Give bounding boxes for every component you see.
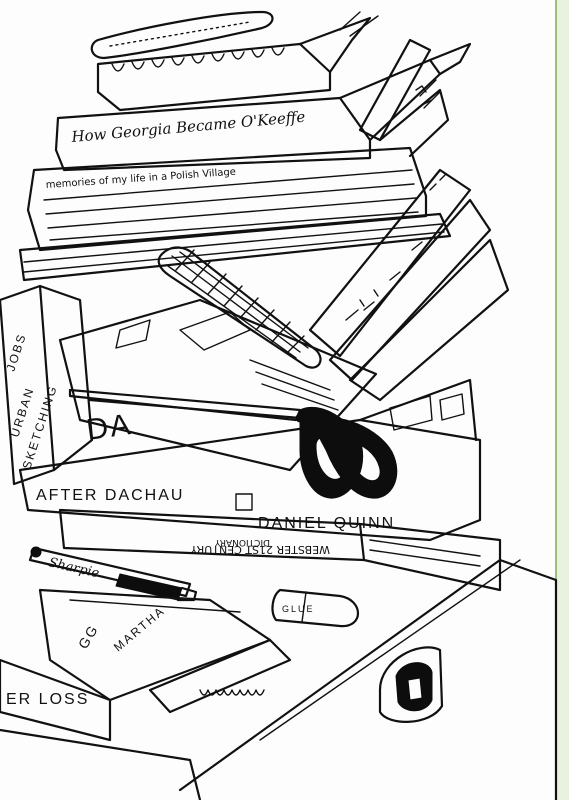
sharpie-marker: Sharpie bbox=[28, 546, 198, 602]
tablet-sheet-right bbox=[178, 558, 558, 800]
book-urban-sketching: JOBS URBAN SKETCHING bbox=[0, 284, 94, 486]
spiral-notebook bbox=[96, 11, 379, 112]
paper-stack-band bbox=[18, 212, 452, 282]
loss-title: ER LOSS bbox=[6, 691, 89, 708]
scissors bbox=[68, 388, 398, 499]
gg-label: GG bbox=[75, 621, 102, 651]
martha-label: MARTHA bbox=[111, 603, 168, 654]
book-after-dachau: AFTER DACHAU DANIEL QUINN bbox=[18, 378, 482, 542]
georgia-title: How Georgia Became O'Keeffe bbox=[70, 108, 306, 146]
nail-file-crosshatched bbox=[157, 246, 322, 369]
jobs-label: JOBS bbox=[4, 331, 29, 373]
tilted-books-right bbox=[308, 168, 510, 402]
sharpie-label: Sharpie bbox=[47, 555, 101, 581]
book-webster-dictionary: WEBSTER 21ST CENTURY DICTIONARY bbox=[58, 508, 502, 592]
coil-binding bbox=[148, 638, 292, 714]
magazine-letters: DA bbox=[84, 408, 134, 447]
webster-title: WEBSTER 21ST CENTURY bbox=[190, 543, 330, 556]
sketch-marks bbox=[359, 85, 433, 307]
page-edge bbox=[556, 0, 569, 800]
glue-stick: GLUE bbox=[271, 588, 359, 628]
slanted-papers-top-right bbox=[358, 38, 450, 158]
after-dachau-title: AFTER DACHAU bbox=[36, 487, 184, 504]
book-loss: ER LOSS bbox=[0, 658, 202, 800]
dictionary-title: DICTIONARY bbox=[214, 537, 270, 547]
glue-label: GLUE bbox=[282, 604, 315, 614]
nail-file-top bbox=[90, 10, 274, 60]
